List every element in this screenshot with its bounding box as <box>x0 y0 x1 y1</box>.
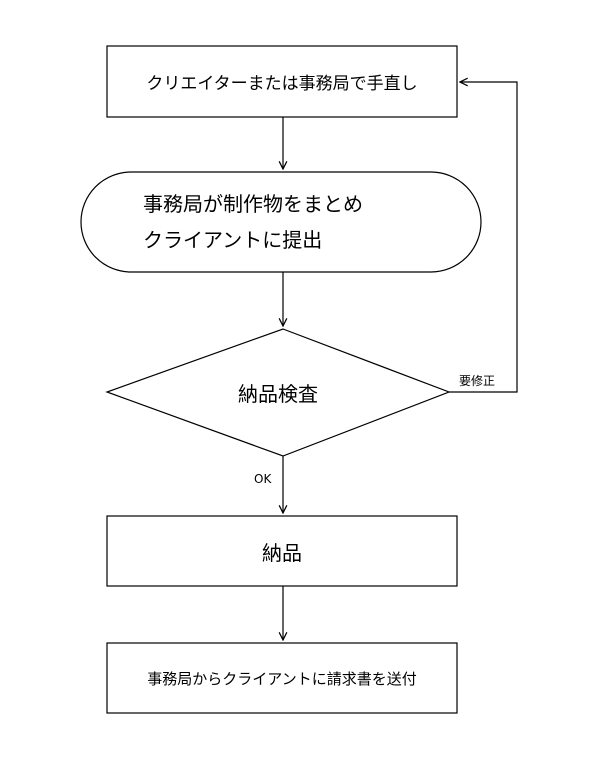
rework-box <box>106 45 458 118</box>
inspection-decision <box>105 328 451 457</box>
delivery-box <box>106 515 458 587</box>
invoice-box <box>106 642 458 714</box>
ok-edge-label: OK <box>254 472 272 486</box>
revision-edge-label: 要修正 <box>459 374 496 388</box>
compile-terminator <box>80 171 482 273</box>
arrow-revision-loop <box>449 82 518 393</box>
